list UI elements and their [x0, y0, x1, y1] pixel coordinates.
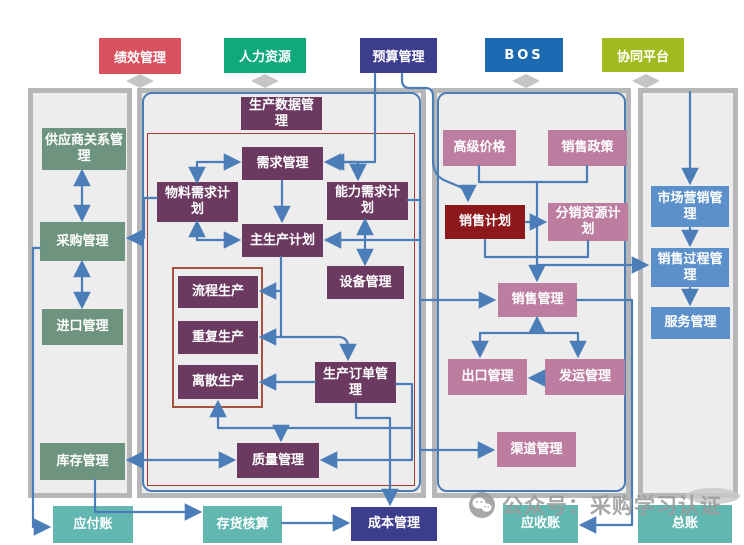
node-production-data: 生产数据管理 [241, 97, 322, 130]
node-label: 生产数据管理 [248, 97, 314, 129]
sales-blue-frame [437, 92, 626, 492]
node-label: 渠道管理 [510, 441, 563, 457]
node-label: 离散生产 [191, 374, 244, 390]
node-discrete-production: 离散生产 [178, 365, 258, 399]
node-label: 发运管理 [558, 369, 611, 385]
node-service: 服务管理 [651, 307, 730, 339]
node-general-ledger: 总账 [638, 505, 732, 543]
node-label: 市场营销管理 [657, 190, 723, 222]
node-label: 应收账 [520, 516, 560, 532]
node-purchasing: 采购管理 [40, 222, 125, 261]
node-drp: 分销资源计划 [548, 203, 628, 241]
node-accounts-payable: 应付账 [53, 506, 133, 543]
node-label: 总账 [671, 516, 698, 532]
node-sales-process: 销售过程管理 [651, 248, 729, 287]
node-inventory-accounting: 存货核算 [203, 506, 282, 543]
module-bos-label: BOS [504, 47, 544, 63]
node-inventory: 库存管理 [40, 443, 125, 480]
node-crp: 能力需求计划 [327, 182, 408, 220]
node-label: 生产订单管理 [322, 366, 388, 398]
module-budget: 预算管理 [360, 38, 437, 73]
wechat-icon [469, 492, 495, 518]
diamond-icon [251, 74, 279, 88]
node-label: 销售计划 [458, 214, 511, 230]
node-production-order: 生产订单管理 [315, 362, 396, 403]
watermark-text: 公众号：采购学习认证 [502, 494, 722, 518]
node-label: 能力需求计划 [334, 185, 400, 216]
node-label: 物料需求计划 [164, 186, 230, 217]
node-channel: 渠道管理 [497, 432, 576, 467]
node-advanced-pricing: 高级价格 [443, 130, 516, 166]
node-sales-management: 销售管理 [498, 283, 577, 317]
module-performance-label: 绩效管理 [113, 50, 166, 66]
node-import: 进口管理 [42, 309, 123, 345]
node-label: 质量管理 [251, 452, 304, 468]
node-label: 主生产计划 [249, 232, 315, 248]
node-label: 应付账 [73, 516, 113, 532]
node-label: 分销资源计划 [555, 206, 621, 237]
node-label: 销售过程管理 [657, 251, 723, 283]
module-budget-label: 预算管理 [372, 50, 425, 65]
diamond-icon [632, 74, 660, 88]
node-mrp: 物料需求计划 [157, 182, 238, 222]
watermark-blob [686, 488, 740, 504]
panel-crm [638, 88, 738, 498]
node-sales-plan: 销售计划 [445, 205, 525, 239]
node-label: 需求管理 [256, 155, 309, 171]
diamond-icon [126, 74, 154, 88]
node-label: 销售管理 [511, 292, 564, 308]
node-label: 设备管理 [339, 274, 392, 290]
node-equipment: 设备管理 [327, 266, 404, 299]
module-hr: 人力资源 [224, 38, 306, 73]
module-collab-label: 协同平台 [616, 49, 669, 65]
node-label: 重复生产 [191, 329, 244, 345]
module-collab: 协同平台 [602, 38, 684, 72]
node-label: 出口管理 [461, 369, 514, 385]
node-export: 出口管理 [448, 359, 527, 395]
node-process-production: 流程生产 [178, 276, 258, 308]
node-label: 存货核算 [216, 516, 269, 532]
node-label: 采购管理 [56, 233, 109, 249]
node-demand: 需求管理 [242, 147, 323, 180]
node-label: 服务管理 [664, 315, 717, 331]
node-repetitive-production: 重复生产 [178, 321, 258, 354]
node-cost-management: 成本管理 [351, 507, 437, 541]
node-mps: 主生产计划 [242, 224, 323, 257]
node-marketing: 市场营销管理 [651, 186, 729, 227]
module-performance: 绩效管理 [99, 38, 181, 74]
node-label: 流程生产 [191, 284, 244, 300]
node-label: 成本管理 [367, 516, 420, 532]
diamond-connectors [126, 74, 660, 88]
node-label: 库存管理 [56, 453, 109, 469]
node-supplier-relationship: 供应商关系管理 [42, 128, 126, 170]
watermark: 公众号：采购学习认证 [468, 490, 722, 520]
module-bos: BOS [485, 38, 563, 72]
node-label: 供应商关系管理 [44, 133, 123, 164]
node-sales-policy: 销售政策 [548, 130, 627, 166]
diamond-icon [512, 74, 540, 88]
module-hr-label: 人力资源 [238, 50, 291, 65]
node-label: 销售政策 [561, 140, 614, 156]
node-label: 进口管理 [56, 319, 109, 335]
node-quality: 质量管理 [237, 443, 319, 478]
node-label: 高级价格 [453, 140, 506, 156]
node-accounts-receivable: 应收账 [503, 505, 578, 543]
node-shipping: 发运管理 [545, 359, 625, 395]
